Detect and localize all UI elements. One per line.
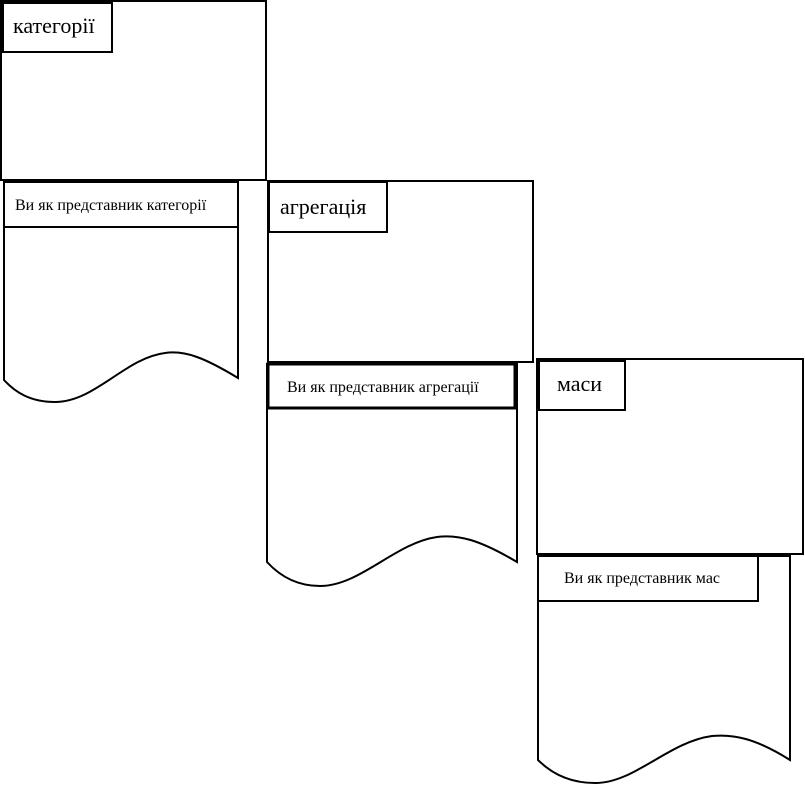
block-aggregation: агрегація Ви як представник агрегації xyxy=(266,180,534,588)
category-title-box xyxy=(2,2,113,53)
masses-document-header xyxy=(537,555,759,602)
aggregation-title: агрегація xyxy=(280,194,366,219)
category-document-label: Ви як представник категорії xyxy=(15,197,207,214)
masses-title: маси xyxy=(557,371,602,396)
block-masses: маси Ви як представник мас xyxy=(536,358,804,785)
masses-title-box xyxy=(538,360,626,411)
aggregation-document-shape xyxy=(266,363,518,588)
block-categories: категорії Ви як представник категорії xyxy=(0,0,267,404)
category-document-shape xyxy=(3,181,239,404)
masses-document-label: Ви як представник мас xyxy=(564,570,720,587)
category-title: категорії xyxy=(13,13,96,38)
aggregation-document-label: Ви як представник агрегації xyxy=(287,379,479,396)
masses-document-shape xyxy=(537,555,791,785)
aggregation-title-box xyxy=(268,181,388,233)
aggregation-document-header xyxy=(266,362,517,410)
